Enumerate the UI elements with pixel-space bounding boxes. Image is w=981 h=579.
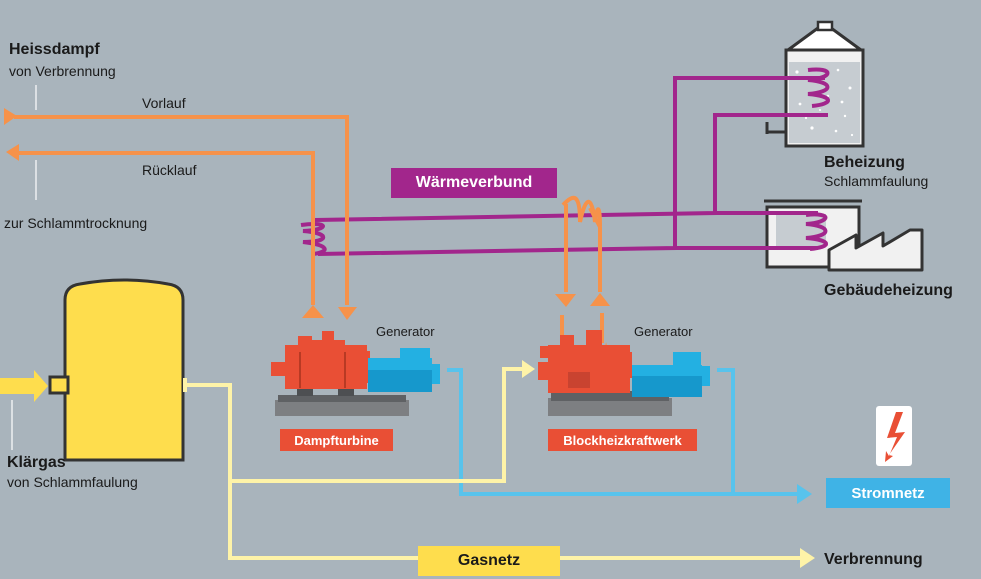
lightning-icon xyxy=(876,406,912,466)
vorlauf-label: Vorlauf xyxy=(142,95,186,111)
stromnetz-badge: Stromnetz xyxy=(826,478,950,508)
gebaeudeheizung-label: Gebäudeheizung xyxy=(824,282,953,299)
digester-tank-icon xyxy=(765,20,865,148)
power-arrow xyxy=(797,484,812,504)
dampfturbine-badge: Dampfturbine xyxy=(280,429,393,451)
steam-turbine-icon xyxy=(271,331,409,416)
klaergas-title: Klärgas xyxy=(7,454,66,471)
blockheizkraftwerk-badge: Blockheizkraftwerk xyxy=(548,429,697,451)
generator-left-label: Generator xyxy=(376,324,435,339)
beheizung-subtitle: Schlammfaulung xyxy=(824,173,929,189)
verbrennung-label: Verbrennung xyxy=(824,551,923,568)
gasnetz-badge: Gasnetz xyxy=(418,546,560,576)
waermeverbund-badge: Wärmeverbund xyxy=(391,168,557,198)
gas-arrow-bhkw xyxy=(522,360,535,378)
power-lines xyxy=(447,368,797,496)
gas-storage-tank-icon xyxy=(0,278,187,462)
gas-pipes xyxy=(185,367,800,560)
schlammtrocknung-label: zur Schlammtrocknung xyxy=(4,215,148,231)
generator-right-icon xyxy=(632,352,710,397)
heat-network-pipes xyxy=(300,67,830,256)
generator-right-label: Generator xyxy=(634,324,693,339)
steam-arrows xyxy=(4,108,610,320)
heissdampf-title: Heissdampf xyxy=(9,41,100,58)
ruecklauf-label: Rücklauf xyxy=(142,162,197,178)
generator-left-icon xyxy=(368,348,440,392)
heissdampf-subtitle: von Verbrennung xyxy=(9,63,116,79)
gas-arrow-verbrennung xyxy=(800,548,815,568)
gas-engine-icon xyxy=(538,330,672,416)
beheizung-title: Beheizung xyxy=(824,154,905,171)
klaergas-subtitle: von Schlammfaulung xyxy=(7,474,138,490)
